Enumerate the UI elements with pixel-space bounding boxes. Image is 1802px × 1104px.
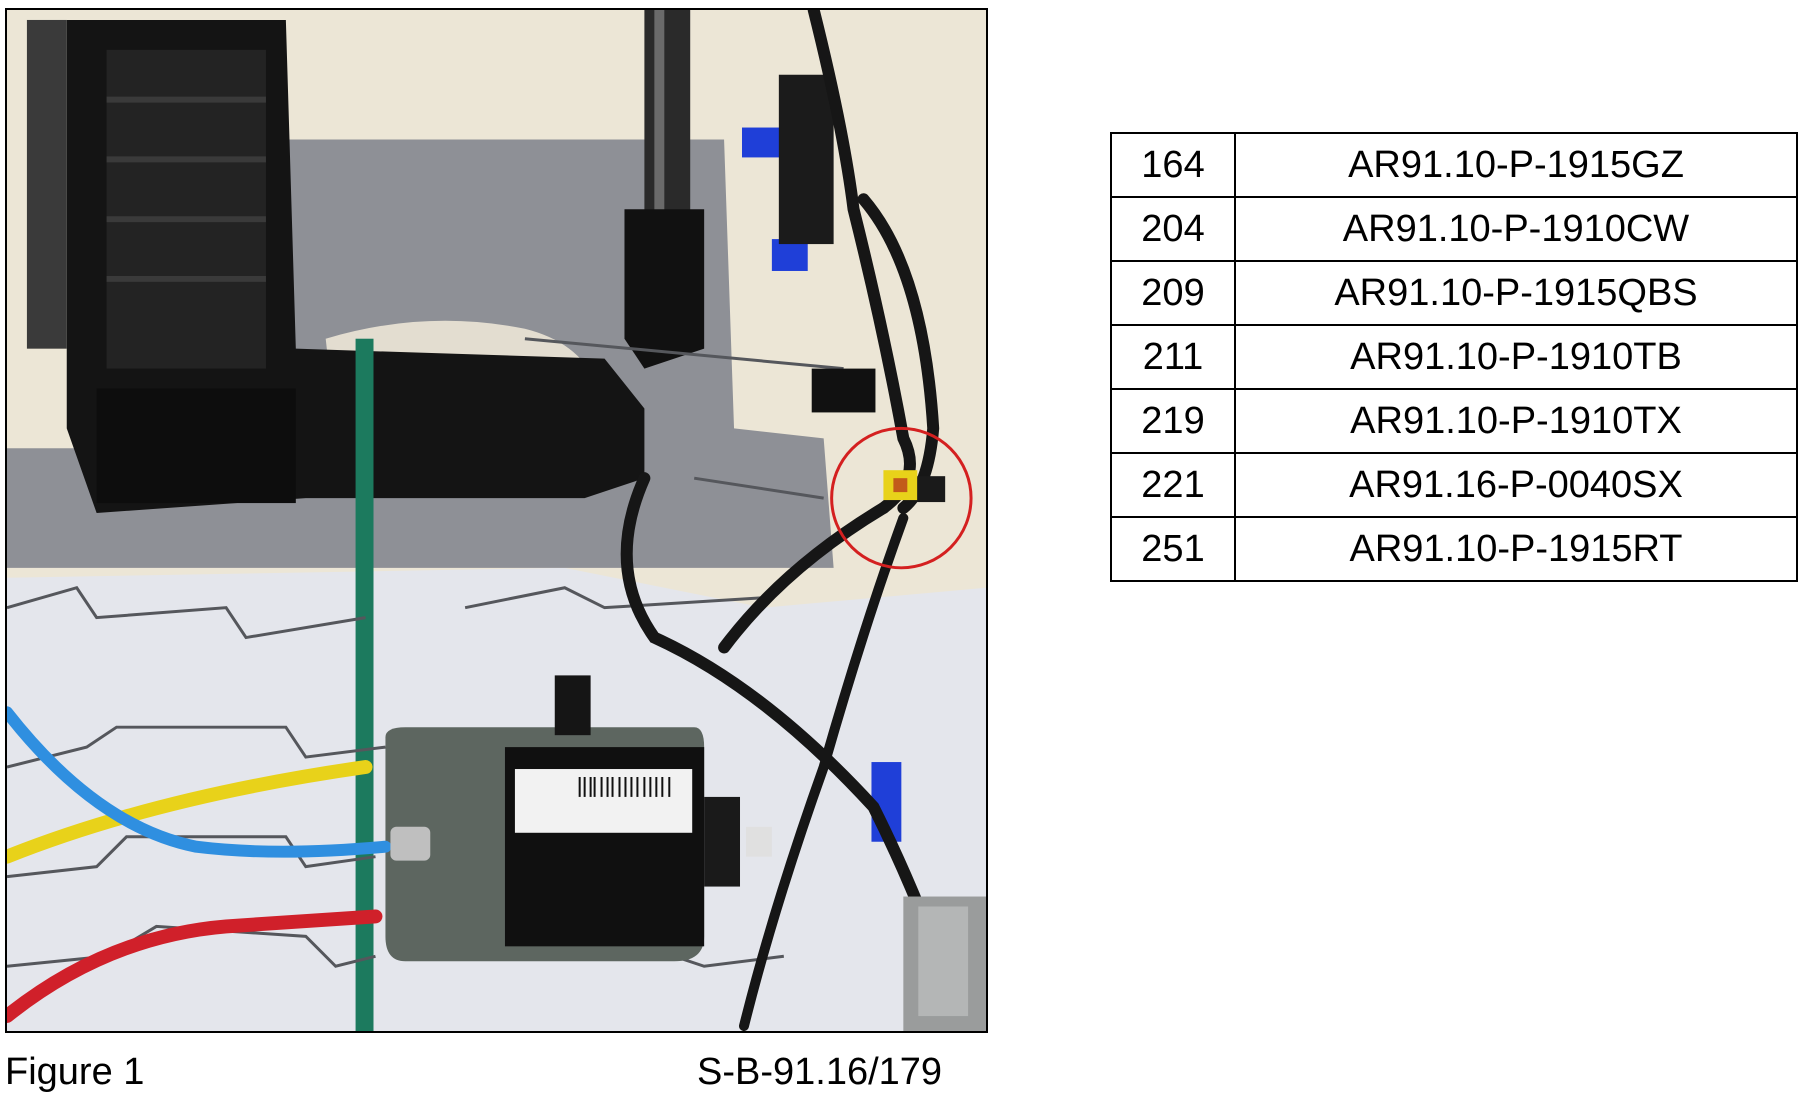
actuator-highlight [918, 906, 969, 1017]
bracket-ribs [106, 49, 266, 369]
module-label-sticker [514, 769, 693, 833]
module-barcode [578, 776, 671, 797]
rod-clamp [624, 209, 705, 369]
hose-fitting [390, 826, 431, 861]
connector-housing [917, 476, 946, 503]
small-white-connector [745, 826, 772, 857]
bracket-rib-lines [106, 96, 266, 282]
document-reference: S-B-91.16/179 [697, 1051, 943, 1093]
row-number: 164 [1110, 132, 1236, 198]
metal-rod [644, 10, 691, 240]
row-code: AR91.10-P-1910TB [1234, 324, 1798, 390]
row-code: AR91.10-P-1915QBS [1234, 260, 1798, 326]
felt-label-block [96, 388, 296, 504]
cable-tie-clip [811, 368, 876, 413]
rod-highlight [654, 10, 665, 240]
row-number: 211 [1110, 324, 1236, 390]
connector-pin [893, 478, 908, 493]
table-row: 164 AR91.10-P-1915GZ [1110, 132, 1798, 198]
table-row: 221 AR91.16-P-0040SX [1110, 452, 1798, 518]
row-number: 219 [1110, 388, 1236, 454]
photo-illustration [7, 10, 986, 1031]
row-code: AR91.10-P-1915RT [1234, 516, 1798, 582]
row-code: AR91.10-P-1910TX [1234, 388, 1798, 454]
table-row: 211 AR91.10-P-1910TB [1110, 324, 1798, 390]
green-rod [355, 338, 374, 1031]
row-number: 204 [1110, 196, 1236, 262]
row-number: 251 [1110, 516, 1236, 582]
blue-tape-1 [741, 127, 782, 158]
black-foam-strip [778, 74, 834, 245]
row-code: AR91.10-P-1915GZ [1234, 132, 1798, 198]
reference-table: 164 AR91.10-P-1915GZ 204 AR91.10-P-1910C… [1110, 132, 1798, 582]
left-rod [26, 19, 67, 349]
figure-caption: Figure 1 [5, 1051, 145, 1093]
table-row: 204 AR91.10-P-1910CW [1110, 196, 1798, 262]
row-number: 221 [1110, 452, 1236, 518]
highlight-circle [830, 426, 973, 570]
row-number: 209 [1110, 260, 1236, 326]
blue-tape-2 [771, 239, 808, 271]
module-mount-tab [554, 675, 591, 736]
pneumatic-hoses [7, 706, 392, 1024]
table-row: 209 AR91.10-P-1915QBS [1110, 260, 1798, 326]
module-side-connector [704, 796, 741, 887]
table-row: 219 AR91.10-P-1910TX [1110, 388, 1798, 454]
seat-wiring-photo [5, 8, 988, 1033]
row-code: AR91.10-P-1910CW [1234, 196, 1798, 262]
table-row: 251 AR91.10-P-1915RT [1110, 516, 1798, 582]
row-code: AR91.16-P-0040SX [1234, 452, 1798, 518]
